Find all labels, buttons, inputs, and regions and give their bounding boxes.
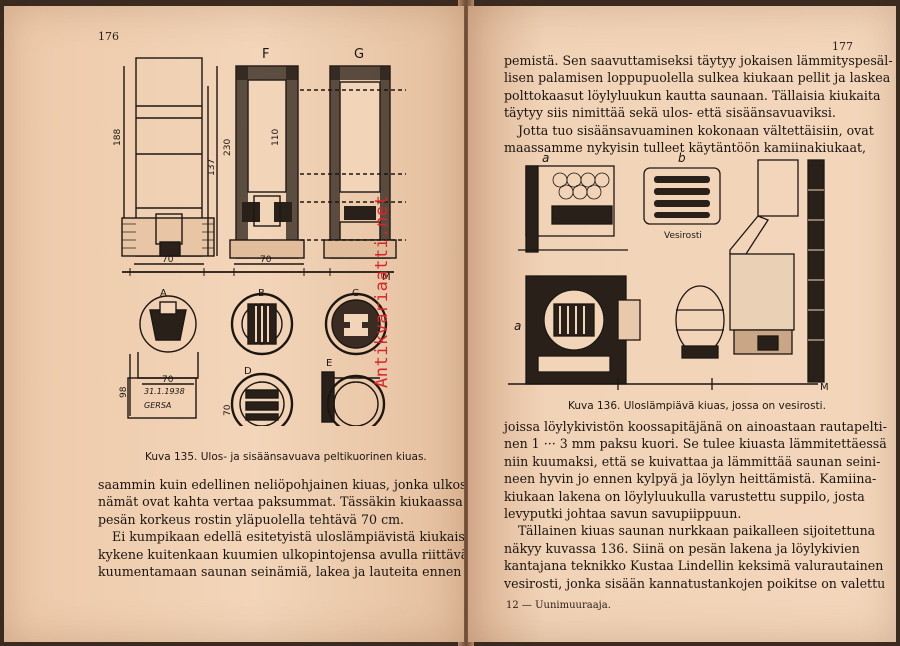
dim-230: 230 (223, 139, 233, 156)
label-a-side: a (514, 319, 521, 333)
stamp-date: 31.1.1938 (144, 387, 185, 396)
dim-70-d: 70 (223, 404, 233, 416)
text-line: lisen palamisen loppupuolella sulkea kiu… (504, 70, 891, 86)
text-line: täytyy siis nimittää sekä ulos- että sis… (504, 105, 836, 121)
label-vesirosti: Vesirosti (664, 231, 702, 241)
text-line: Ei kumpikaan edellä esitetyistä uloslämp… (112, 529, 464, 545)
text-line: Jotta tuo sisäänsavuaminen kokonaan vält… (518, 122, 874, 138)
text-line: polttokaasut löylyluukun kautta saunaan.… (504, 87, 881, 103)
page-number-right: 177 (832, 40, 853, 53)
label-A: A (160, 288, 167, 299)
text-line: pesän korkeus rostin yläpuolella tehtävä… (98, 511, 405, 527)
text-line: kuumentamaan saunan seinämiä, lakea ja l… (98, 564, 464, 580)
dim-188: 188 (113, 129, 123, 146)
page-number-left: 176 (98, 30, 119, 43)
figure-136: a b a Vesirosti M (508, 151, 829, 393)
text-line: maassamme nykyisin tulleet käytäntöön ka… (504, 140, 867, 156)
label-M-right: M (820, 382, 829, 393)
text-line: joissa löylykivistön koossapitäjänä on a… (504, 419, 887, 434)
page-footer: 12 — Uunimuuraaja. (506, 600, 611, 611)
text-line: saammin kuin edellinen neliöpohjainen ki… (98, 477, 464, 492)
dim-110: 110 (271, 129, 281, 146)
watermark: Antikvariaatti.net (372, 194, 392, 388)
label-B: B (258, 288, 265, 299)
text-line: pemistä. Sen saavuttamiseksi täytyy joka… (504, 53, 893, 68)
dim-70-c: 70 (162, 375, 174, 385)
dim-70-a: 70 (162, 255, 174, 265)
text-line: nen 1 ··· 3 mm paksu kuori. Se tulee kiu… (504, 436, 887, 452)
text-line: neen hyvin jo ennen kylpyä ja löylyn hei… (504, 471, 877, 487)
text-line: vesirosti, jonka sisään kannatustankojen… (504, 575, 886, 591)
dim-98: 98 (119, 386, 129, 398)
label-F: F (262, 47, 269, 62)
label-a-top: a (542, 151, 549, 165)
text-line: Tällainen kiuas saunan nurkkaan paikalle… (518, 523, 876, 539)
label-D: D (244, 366, 252, 377)
right-body-text-bottom: joissa löylykivistön koossapitäjänä on a… (504, 418, 887, 592)
text-line: kantajana teknikko Kustaa Lindellin keks… (504, 558, 884, 574)
label-M: M (382, 272, 391, 283)
left-body-text: saammin kuin edellinen neliöpohjainen ki… (98, 476, 464, 580)
text-line: nämät ovat kahta vertaa paksummat. Tässä… (98, 494, 464, 510)
dim-137: 137 (207, 159, 217, 176)
left-page: 176 (4, 6, 464, 642)
text-line: kykene kuitenkaan kuumien ulkopintojensa… (98, 546, 464, 562)
right-page: 177 pemistä. Sen saavuttamiseksi täytyy … (468, 6, 896, 642)
dim-70-b: 70 (260, 255, 272, 265)
label-E: E (326, 358, 332, 369)
text-line: näkyy kuvassa 136. Siinä on pesän lakena… (504, 540, 860, 556)
text-line: kiukaan lakena on löylyluukulla varustet… (504, 488, 865, 504)
text-line: levyputki johtaa savun savupiippuun. (504, 506, 742, 522)
right-body-text-top: pemistä. Sen saavuttamiseksi täytyy joka… (504, 52, 893, 156)
label-b: b (678, 151, 686, 165)
label-G: G (354, 47, 364, 62)
figure-136-caption: Kuva 136. Uloslämpiävä kiuas, jossa on v… (568, 400, 826, 412)
label-C: C (352, 288, 359, 299)
figure-135-caption: Kuva 135. Ulos- ja sisäänsavuava peltiku… (145, 451, 427, 463)
stamp-signature: GERSA (144, 401, 171, 410)
text-line: niin kuumaksi, että se kuivattaa ja lämm… (504, 453, 881, 469)
figure-135: F G A B C D E M 70 70 70 230 137 188 110… (113, 47, 406, 426)
